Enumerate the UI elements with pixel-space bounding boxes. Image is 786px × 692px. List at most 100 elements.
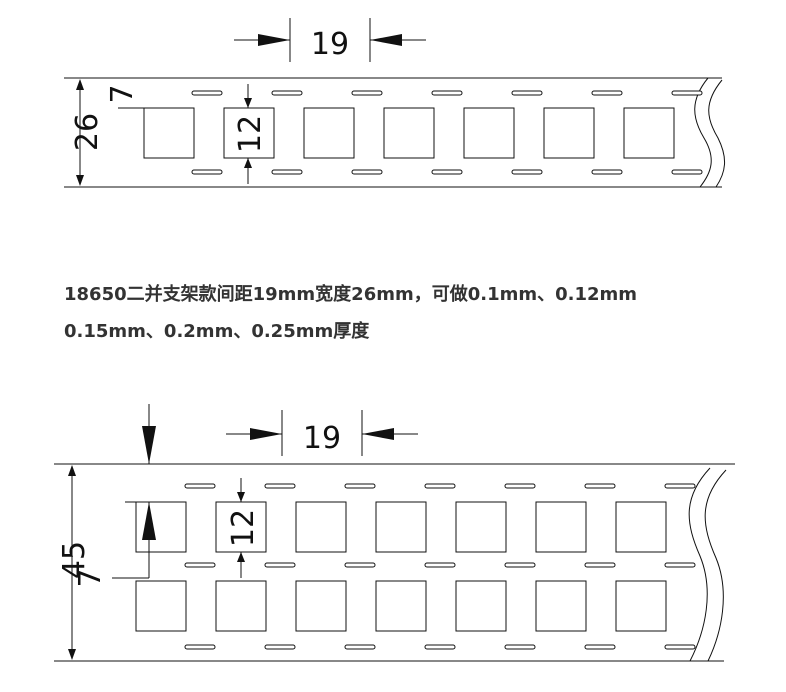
cell — [135, 501, 187, 553]
arrow-up-icon — [76, 79, 84, 90]
arrow-down-icon — [237, 492, 245, 502]
slot — [264, 644, 296, 650]
strip-bottom-slots-row-2 — [184, 562, 696, 568]
cell — [303, 107, 355, 159]
caption-line-2: 0.15mm、0.2mm、0.25mm厚度 — [64, 321, 370, 342]
strip-bottom-break-line-2 — [704, 469, 727, 662]
cell — [455, 580, 507, 632]
strip-top-hole-dimension: 12 — [233, 84, 268, 184]
cell — [295, 501, 347, 553]
slot — [431, 90, 463, 96]
slot — [184, 483, 216, 489]
strip-top-slots-upper — [191, 90, 703, 96]
cell — [543, 107, 595, 159]
slot — [264, 483, 296, 489]
cell — [463, 107, 515, 159]
strip-bottom-hole-dimension: 12 — [226, 478, 261, 578]
cell — [383, 107, 435, 159]
strip-bottom-break-line — [688, 467, 711, 662]
slot — [424, 644, 456, 650]
slot — [191, 90, 223, 96]
strip-bottom: 19 7 45 12 — [54, 404, 735, 662]
strip-top-offset-label: 7 — [105, 84, 140, 103]
cell — [535, 580, 587, 632]
cell — [615, 501, 667, 553]
slot — [664, 644, 696, 650]
slot — [351, 90, 383, 96]
slot — [664, 562, 696, 568]
arrow-up-icon — [68, 465, 76, 476]
cell — [135, 580, 187, 632]
arrow-left-icon — [370, 34, 402, 46]
slot — [424, 562, 456, 568]
slot — [664, 483, 696, 489]
slot — [351, 169, 383, 175]
slot — [591, 169, 623, 175]
arrow-up-icon — [244, 158, 252, 168]
strip-top-hole-label: 12 — [233, 115, 268, 153]
arrow-left-icon — [362, 428, 394, 440]
slot — [591, 90, 623, 96]
slot — [671, 90, 703, 96]
cell — [215, 501, 267, 553]
arrow-down-icon — [142, 426, 156, 464]
cell — [455, 501, 507, 553]
slot — [264, 562, 296, 568]
slot — [184, 644, 216, 650]
arrow-down-icon — [76, 175, 84, 186]
slot — [584, 644, 616, 650]
arrow-up-icon — [142, 502, 156, 540]
strip-top-width-dimension: 26 — [70, 79, 105, 186]
cell — [223, 107, 275, 159]
slot — [504, 483, 536, 489]
slot — [431, 169, 463, 175]
cell — [143, 107, 195, 159]
slot — [584, 562, 616, 568]
slot — [504, 562, 536, 568]
strip-bottom-cells-upper — [135, 501, 667, 553]
slot — [671, 169, 703, 175]
slot — [271, 90, 303, 96]
strip-bottom-width-dimension: 45 — [57, 465, 92, 660]
strip-bottom-offset-dimension: 7 — [73, 404, 156, 588]
strip-bottom-pitch-dimension: 19 — [226, 410, 418, 456]
strip-bottom-slots-row-1 — [184, 483, 696, 489]
slot — [191, 169, 223, 175]
strip-bottom-offset-label: 7 — [73, 568, 108, 587]
strip-top-slots-lower — [191, 169, 703, 175]
slot — [344, 644, 376, 650]
cell — [295, 580, 347, 632]
strip-top: 19 26 7 12 — [64, 18, 725, 188]
arrow-up-icon — [237, 552, 245, 562]
strip-bottom-width-label: 45 — [57, 541, 92, 579]
slot — [344, 483, 376, 489]
slot — [271, 169, 303, 175]
strip-top-cells — [143, 107, 675, 159]
strip-bottom-pitch-label: 19 — [303, 421, 341, 456]
strip-top-width-label: 26 — [70, 113, 105, 151]
cell — [375, 580, 427, 632]
cell — [535, 501, 587, 553]
strip-top-pitch-dimension: 19 — [234, 18, 426, 62]
slot — [511, 169, 543, 175]
slot — [184, 562, 216, 568]
slot — [344, 562, 376, 568]
caption-line-1: 18650二并支架款间距19mm宽度26mm，可做0.1mm、0.12mm — [64, 284, 638, 305]
strip-top-break-line-2 — [708, 79, 725, 188]
arrow-down-icon — [68, 649, 76, 660]
strip-bottom-hole-label: 12 — [226, 509, 261, 547]
slot — [511, 90, 543, 96]
slot — [584, 483, 616, 489]
arrow-right-icon — [258, 34, 290, 46]
slot — [424, 483, 456, 489]
strip-bottom-cells-lower — [135, 580, 667, 632]
arrow-right-icon — [250, 428, 282, 440]
strip-top-pitch-label: 19 — [311, 27, 349, 62]
cell — [615, 580, 667, 632]
cell — [375, 501, 427, 553]
strip-bottom-slots-row-3 — [184, 644, 696, 650]
cell — [623, 107, 675, 159]
arrow-down-icon — [244, 98, 252, 108]
strip-top-offset-dimension: 7 — [105, 84, 144, 109]
